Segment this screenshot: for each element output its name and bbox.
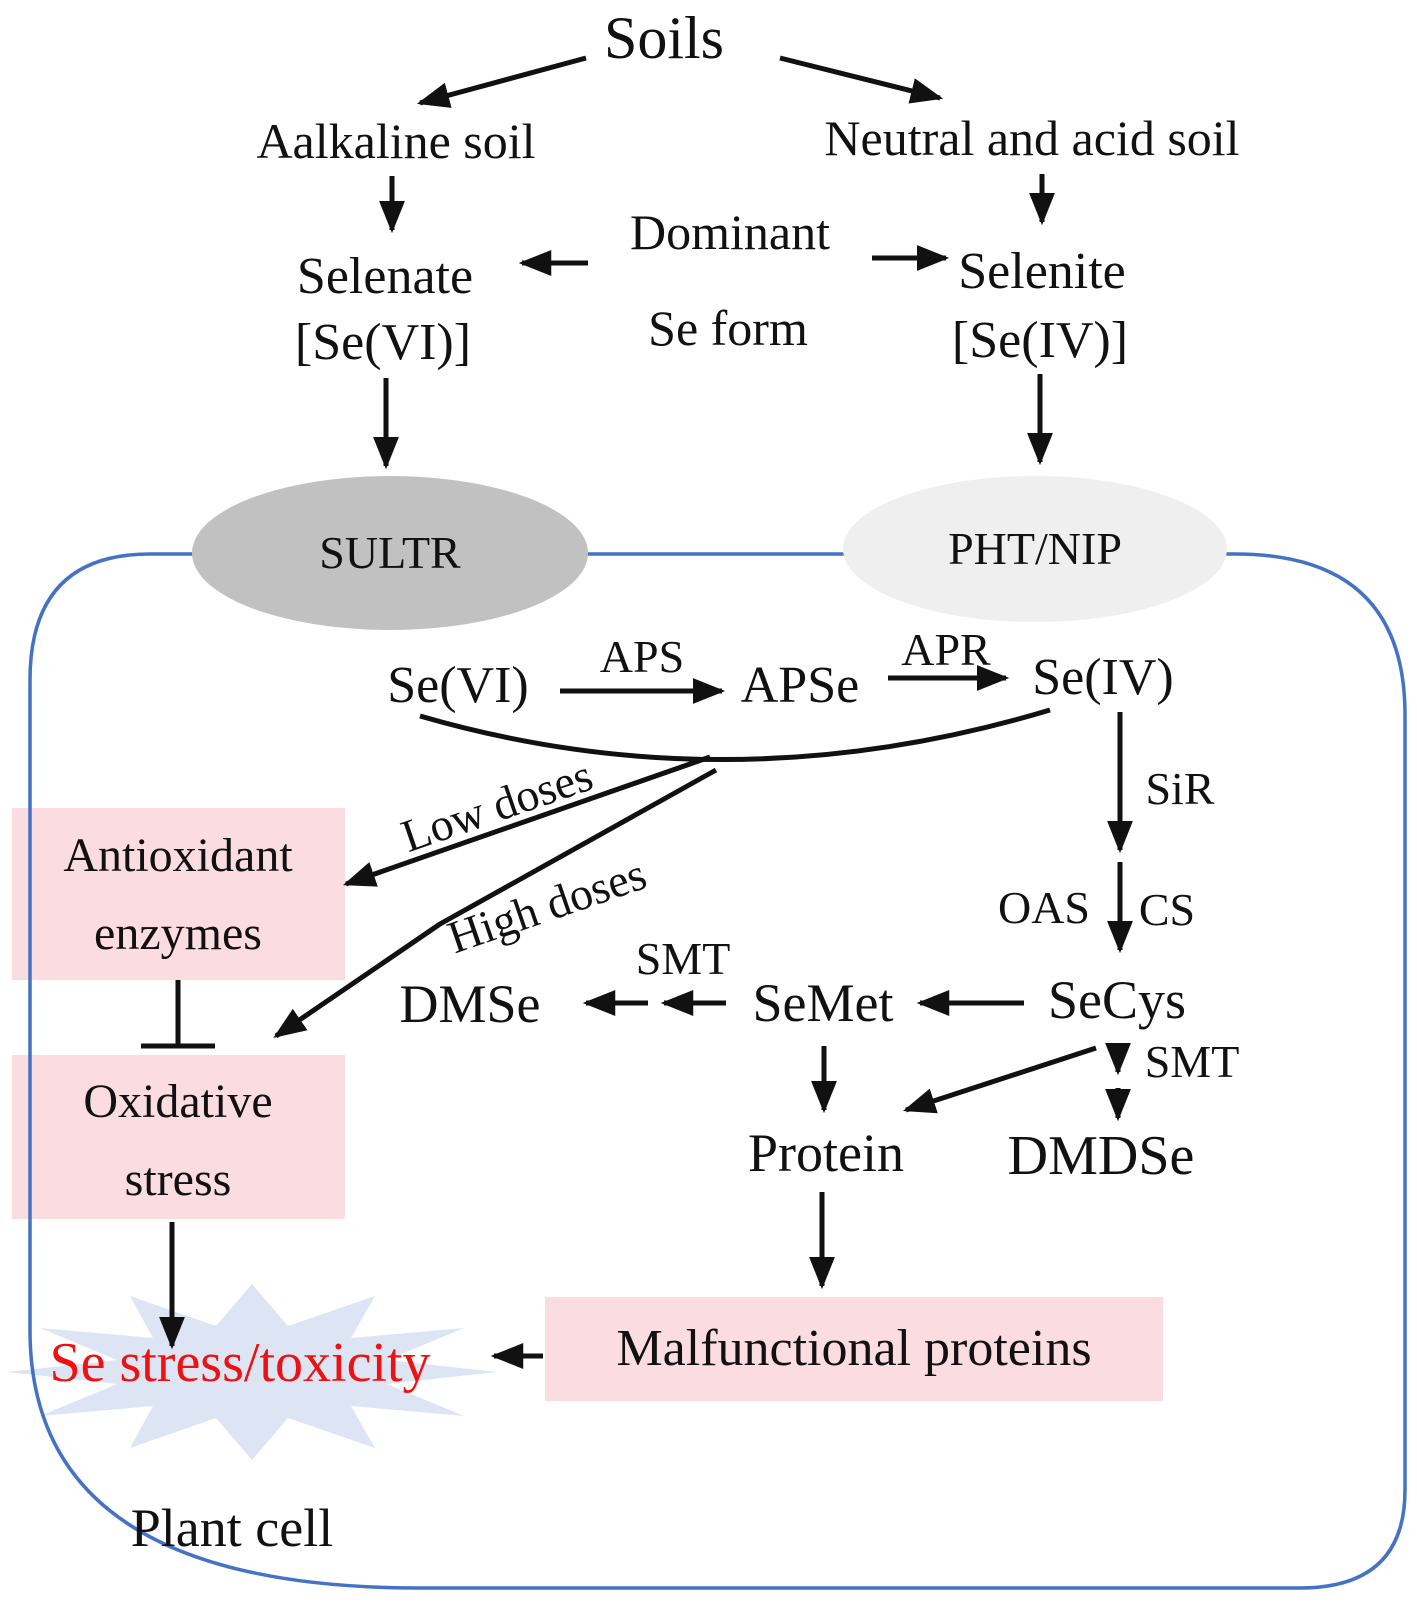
apr-label: APR — [901, 624, 991, 675]
se-iv-label: Se(IV) — [1032, 649, 1174, 706]
selenate-formula-label: [Se(VI)] — [294, 314, 472, 371]
protein-label: Protein — [748, 1123, 904, 1183]
se-vi-label: Se(VI) — [387, 657, 529, 714]
cs-label: CS — [1138, 884, 1196, 935]
apse-label: APSe — [740, 657, 860, 714]
smt-left-label: SMT — [635, 933, 731, 984]
se-stress-toxicity-label: Se stress/toxicity — [49, 1332, 431, 1394]
neutral-soil-label: Neutral and acid soil — [824, 110, 1240, 166]
arrow-high-doses — [273, 767, 718, 1039]
oxidative-stress-box — [12, 1055, 345, 1219]
smt-right-label: SMT — [1144, 1036, 1240, 1087]
dmdse-label: DMDSe — [1007, 1125, 1195, 1187]
selenite-formula-label: [Se(IV)] — [951, 312, 1129, 369]
antioxidant-enzymes-box — [12, 808, 345, 980]
pht-nip-label: PHT/NIP — [948, 523, 1122, 574]
arrow-low-doses — [342, 754, 711, 887]
group-curve — [419, 707, 1051, 762]
dominant-label-line2: Se form — [648, 300, 808, 356]
selenite-label: Selenite — [958, 243, 1126, 300]
arrow-secys-to-protein — [902, 1045, 1097, 1114]
secys-label: SeCys — [1047, 970, 1187, 1030]
malfunctional-proteins-label: Malfunctional proteins — [616, 1320, 1092, 1377]
antioxidant-label-line2: enzymes — [94, 907, 262, 960]
antioxidant-label-line1: Antioxidant — [63, 829, 293, 882]
oxidative-label-line1: Oxidative — [83, 1075, 273, 1128]
dmse-label: DMSe — [399, 974, 541, 1034]
plant-cell-label: Plant cell — [130, 1498, 334, 1558]
alkaline-soil-label: Aalkaline soil — [256, 113, 536, 169]
sultr-ellipse — [192, 476, 588, 630]
malfunctional-proteins-box — [545, 1297, 1163, 1401]
aps-label: APS — [599, 631, 685, 682]
sultr-label: SULTR — [319, 527, 461, 578]
oxidative-label-line2: stress — [124, 1153, 232, 1206]
plant-cell-border — [28, 552, 1407, 1590]
starburst-shape — [7, 1284, 497, 1460]
selenate-label: Selenate — [296, 248, 474, 305]
soils-label: Soils — [603, 5, 725, 71]
oas-label: OAS — [997, 882, 1091, 933]
dominant-label-line1: Dominant — [630, 204, 830, 260]
pht-nip-ellipse — [843, 476, 1227, 622]
sir-label: SiR — [1145, 763, 1215, 814]
arrow-soils-to-neutral — [779, 55, 944, 104]
semet-label: SeMet — [752, 973, 894, 1033]
arrow-soils-to-alkaline — [416, 55, 587, 108]
